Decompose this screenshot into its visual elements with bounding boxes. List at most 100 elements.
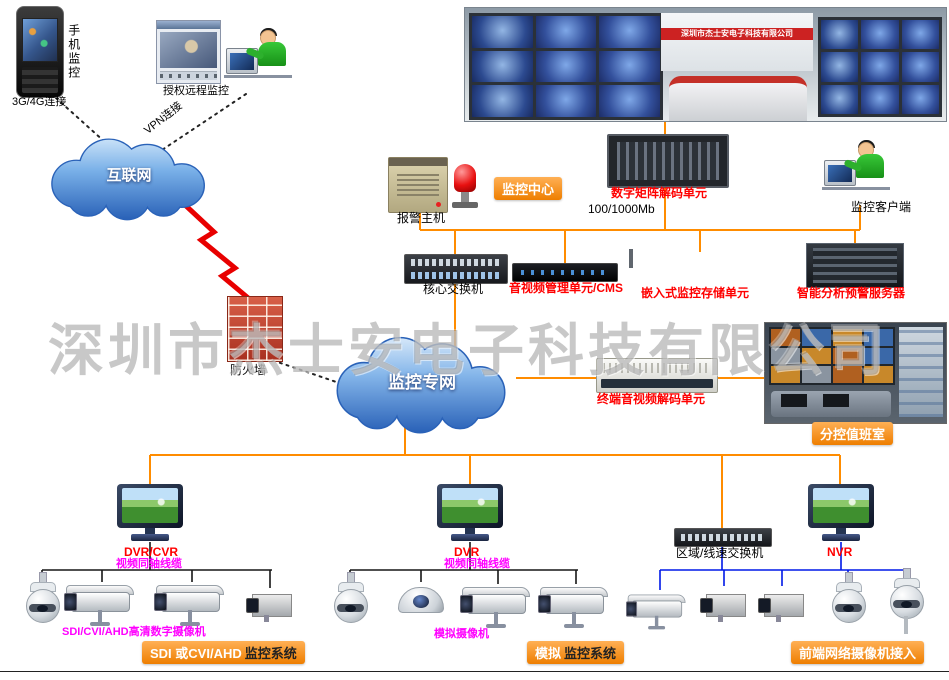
brand-sign: 深圳市杰士安电子科技有限公司: [661, 28, 813, 40]
screen-cell: [861, 84, 899, 114]
dvr-cvr-monitor-icon: [117, 484, 183, 542]
screen-cell: [802, 347, 831, 365]
cms-unit-icon: [512, 263, 618, 282]
videowall-screens-grid-right: [818, 17, 942, 117]
remote-monitoring-label: 授权远程监控: [163, 85, 229, 97]
ptz-camera-icon: [22, 572, 62, 638]
coax-cable-label-analog: 视频同轴线缆: [444, 558, 510, 570]
analysis-server-icon: [806, 243, 904, 288]
duty-room-desk: [771, 391, 891, 417]
terminal-decoder-icon: [596, 358, 718, 393]
screen-cell: [535, 50, 597, 83]
screen-cell: [821, 84, 859, 114]
screen-cell: [833, 329, 862, 346]
screen-cell: [802, 329, 831, 346]
bullet-camera-icon: [626, 592, 689, 631]
reception-wall: 深圳市杰士安电子科技有限公司: [661, 13, 813, 71]
screen-cell: [802, 366, 831, 383]
screen-cell: [771, 329, 800, 346]
screen-cell: [901, 52, 939, 82]
dvr-monitor-icon: [437, 484, 503, 542]
screen-cell: [833, 347, 862, 365]
duty-room-badge: 分控值班室: [812, 422, 894, 445]
ptz-camera-icon: [330, 572, 370, 638]
bullet-camera-icon: [538, 584, 612, 630]
screen-cell: [472, 85, 533, 117]
screen-cell: [901, 84, 939, 114]
screen-cell: [472, 50, 533, 83]
screen-cell: [535, 85, 597, 117]
mobile-connection-label: 3G/4G连接: [12, 96, 67, 108]
ptz-camera-icon: [886, 568, 926, 634]
bullet-camera-icon: [460, 584, 534, 630]
videowall-photo: 深圳市杰士安电子科技有限公司: [464, 7, 947, 122]
screen-cell: [861, 20, 899, 50]
nvr-label: NVR: [827, 545, 853, 559]
screen-cell: [599, 16, 660, 48]
screen-cell: [821, 20, 859, 50]
screen-cell: [535, 16, 597, 48]
alarm-host-label: 报警主机: [397, 211, 446, 225]
screen-cell: [472, 16, 533, 48]
network-cameras-badge: 前端网络摄像机接入: [791, 641, 925, 664]
core-switch-icon: [404, 254, 508, 284]
reception-desk: [669, 76, 807, 121]
coax-cable-label-sdi: 视频同轴线缆: [116, 558, 182, 570]
area-switch-label: 区域/线速交换机: [676, 546, 764, 560]
bullet-camera-icon: [154, 582, 228, 628]
duty-room-screens: [769, 327, 895, 385]
screen-cell: [861, 52, 899, 82]
internet-cloud: 互联网: [38, 131, 220, 221]
storage-shelf: [629, 249, 631, 268]
nvr-monitor-icon: [808, 484, 874, 542]
cms-label: 音视频管理单元/CMS: [509, 281, 624, 295]
screen-cell: [833, 366, 862, 383]
matrix-decoder-icon: [607, 134, 729, 188]
screen-cell: [864, 347, 893, 365]
ptz-camera-icon: [828, 572, 868, 638]
terminal-decoder-label: 终端音视频解码单元: [597, 392, 706, 406]
video-player-icon: [156, 20, 221, 84]
client-label: 监控客户端: [851, 200, 912, 214]
smartphone-icon: [16, 6, 64, 98]
sdi-cameras-label: SDI/CVI/AHD高清数字摄像机: [62, 626, 206, 638]
screen-cell: [901, 20, 939, 50]
screen-cell: [599, 85, 660, 117]
alarm-beacon-icon: [452, 164, 478, 210]
core-switch-label: 核心交换机: [423, 282, 484, 296]
orange-backbone-lines: [149, 118, 861, 528]
client-operator-icon: [822, 140, 890, 198]
area-switch-icon: [674, 528, 772, 547]
bullet-camera-icon: [64, 582, 138, 628]
private-network-label: 监控专网: [388, 372, 456, 392]
firewall-label: 防火墙: [230, 363, 267, 377]
box-camera-icon: [246, 588, 294, 624]
duty-room-photo: [764, 322, 947, 424]
remote-operator-icon: [224, 28, 292, 86]
firewall-icon: [227, 296, 283, 362]
dvr-label: DVR: [454, 545, 480, 559]
screen-cell: [821, 52, 859, 82]
analysis-server-label: 智能分析预警服务器: [797, 286, 906, 300]
storage-unit-icon: [629, 249, 773, 285]
storage-shelf: [631, 249, 633, 268]
bandwidth-label: 100/1000Mb: [588, 202, 655, 216]
matrix-decoder-label: 数字矩阵解码单元: [611, 186, 708, 200]
screen-cell: [599, 50, 660, 83]
analog-system-badge: 模拟监控系统: [527, 641, 625, 664]
storage-label: 嵌入式监控存储单元: [641, 286, 750, 300]
dvr-cvr-label: DVR/CVR: [124, 545, 179, 559]
analog-cameras-label: 模拟摄像机: [434, 628, 489, 640]
bottom-border-line: [0, 671, 949, 672]
private-network-cloud: 监控专网: [322, 328, 522, 434]
box-camera-icon: [700, 588, 748, 624]
dome-camera-icon: [398, 584, 444, 614]
screen-cell: [864, 329, 893, 346]
mobile-monitoring-label: 手机监控: [66, 24, 81, 80]
videowall-screens-grid: [469, 13, 663, 120]
lightning-bolt-icon: [182, 202, 255, 304]
alarm-host-icon: [388, 157, 448, 213]
screen-cell: [771, 347, 800, 365]
